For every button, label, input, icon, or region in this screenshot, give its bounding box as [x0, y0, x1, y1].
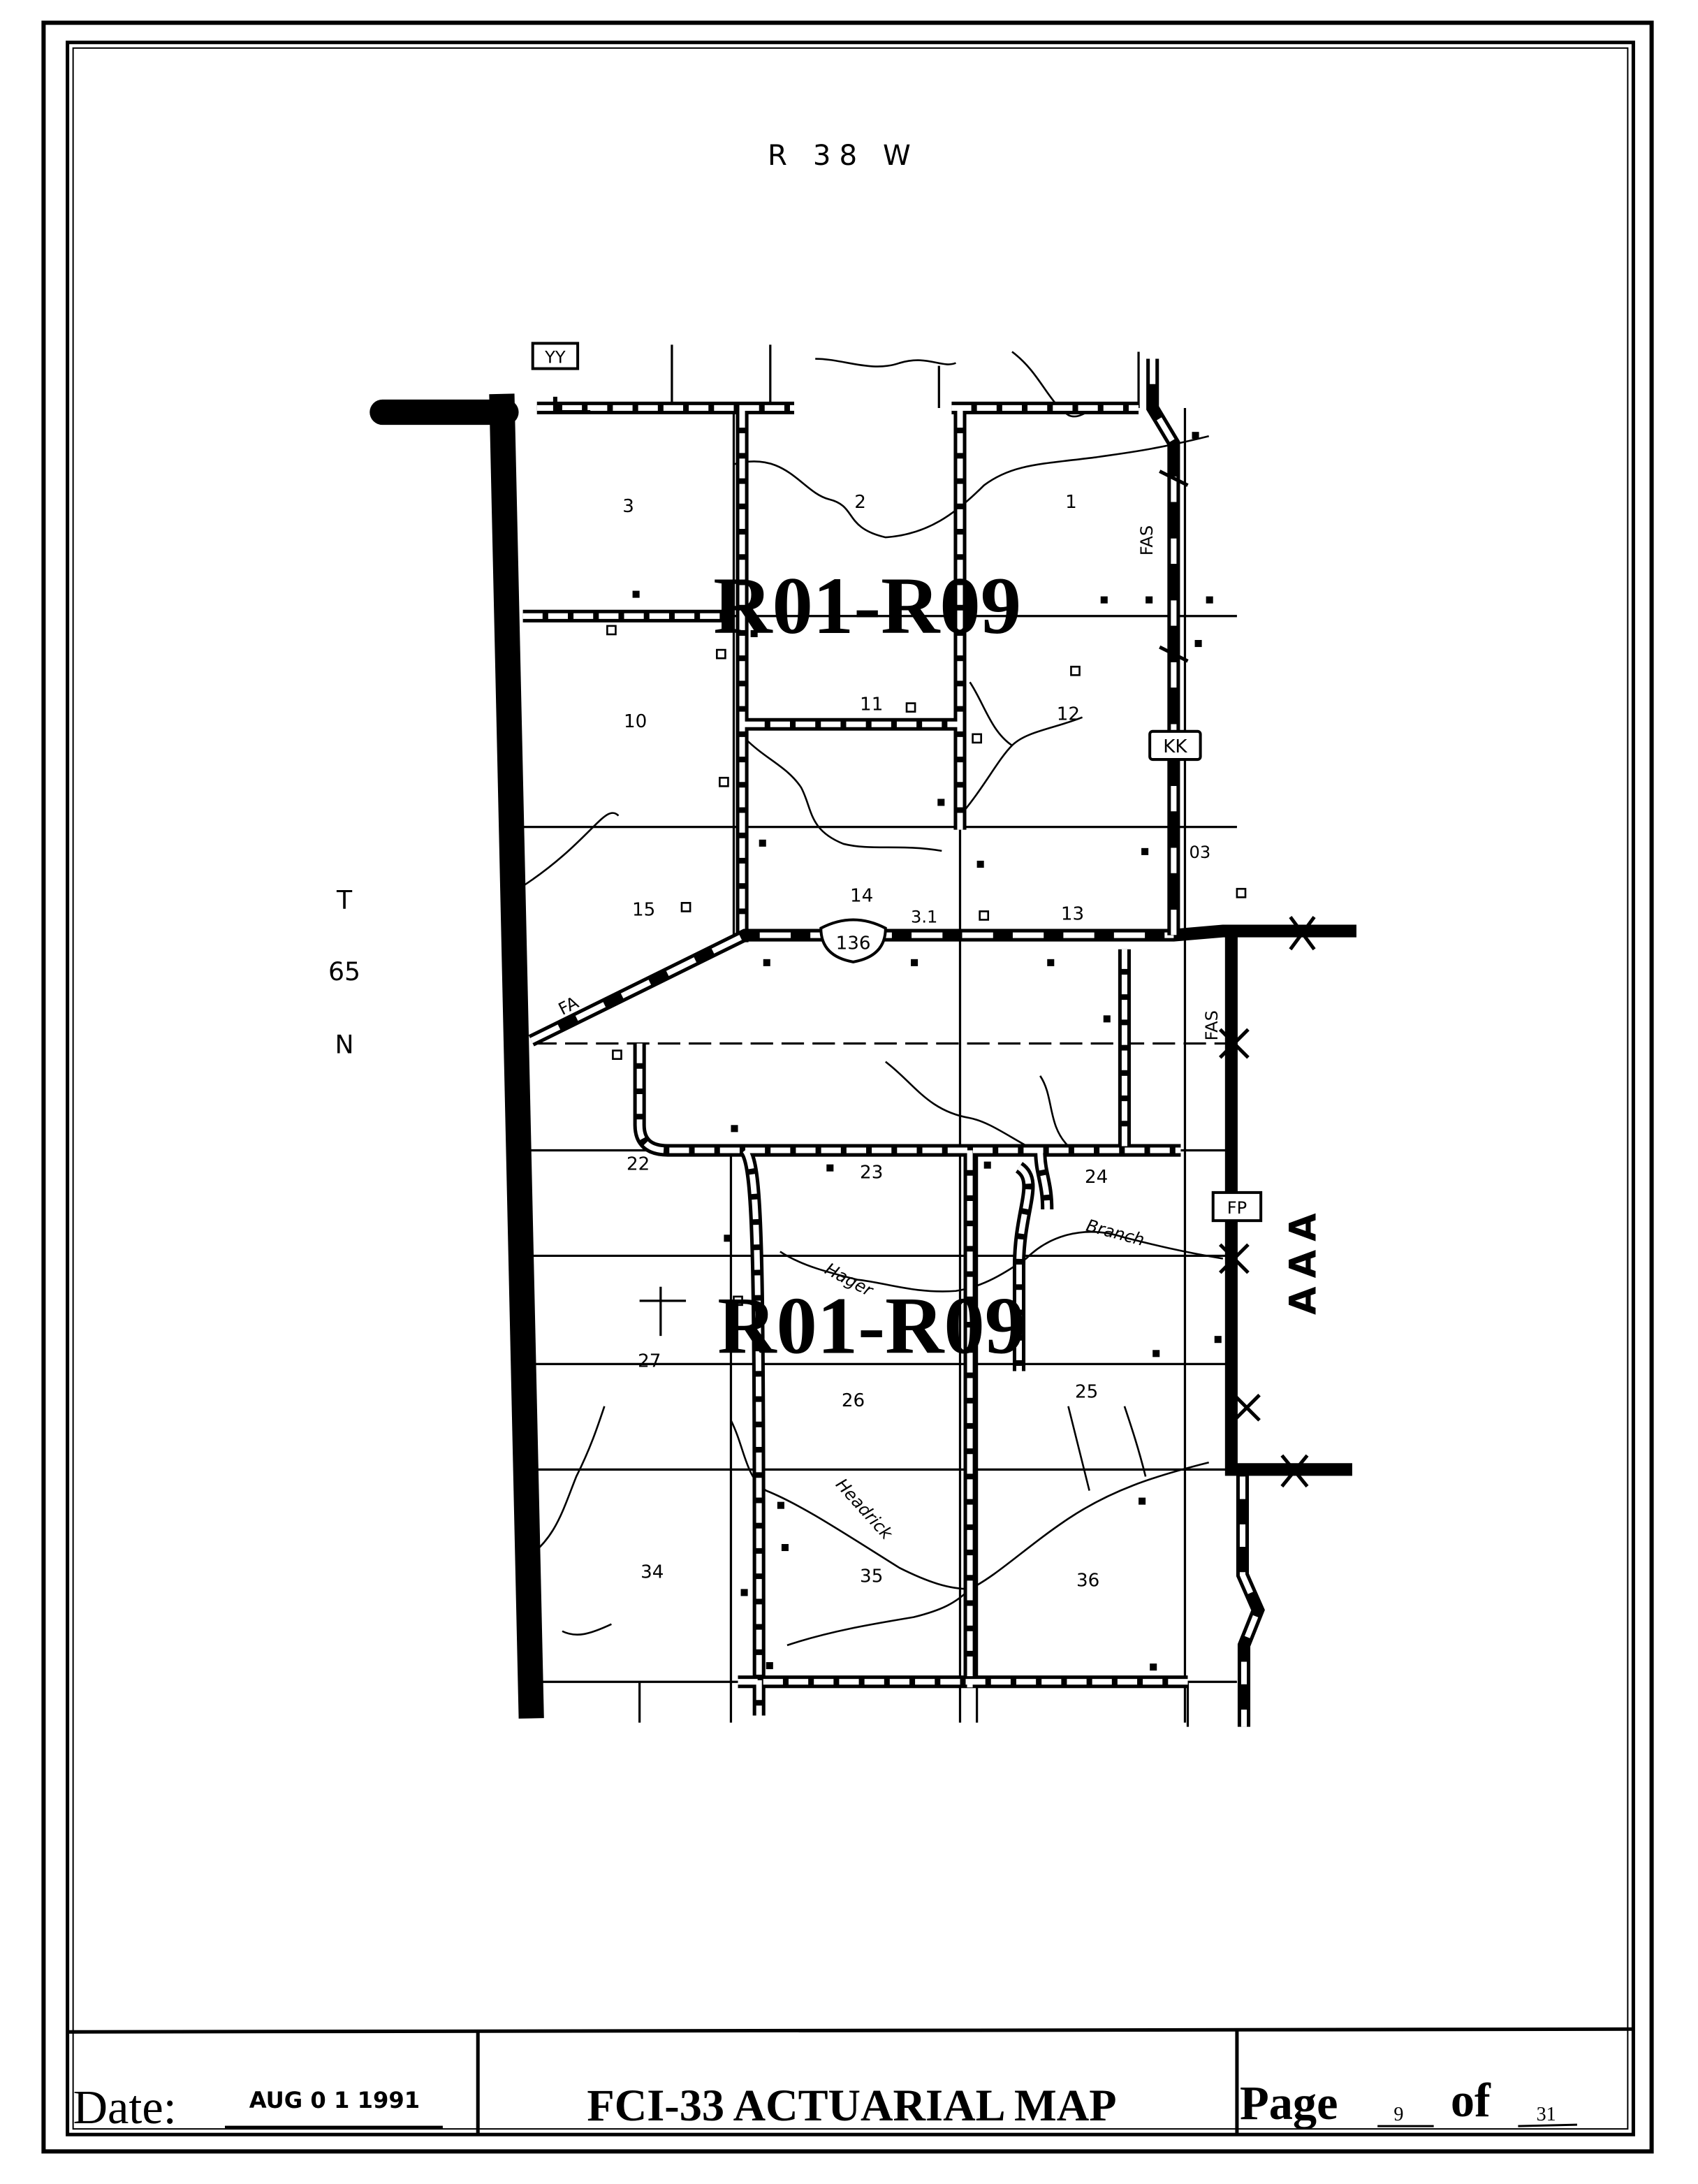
map-title: FCI-33 ACTUARIAL MAP	[587, 2081, 1116, 2130]
shield-us-136: 136	[819, 918, 887, 963]
rate-zone-label-north: R01-R09	[713, 561, 1021, 651]
section-11: 11	[860, 694, 883, 715]
svg-text:136: 136	[836, 933, 871, 954]
inner-border	[66, 41, 1635, 2136]
label-fas-east: FAS	[1202, 1010, 1222, 1040]
footer: Date: AUG 0 1 1991 FCI-33 ACTUARIAL MAP …	[67, 2027, 1634, 2135]
date-label: Date:	[73, 2081, 177, 2134]
section-13: 13	[1061, 903, 1084, 924]
section-26: 26	[842, 1390, 865, 1411]
label-mileage-3-1: 3.1	[911, 908, 937, 927]
section-22: 22	[627, 1154, 650, 1175]
shield-fp: FP	[1211, 1191, 1263, 1223]
svg-text:FP: FP	[1227, 1198, 1247, 1218]
label-fas-north: FAS	[1137, 525, 1157, 555]
of-label: of	[1451, 2074, 1491, 2127]
section-25: 25	[1075, 1382, 1098, 1403]
inner-border-rule	[72, 47, 1629, 2130]
section-numbers: 3 2 1 10 11 12 15 14 13 22 23 24 27 26 2…	[622, 492, 1108, 1592]
outer-border	[41, 20, 1654, 2154]
section-grid	[522, 344, 1237, 1727]
section-24: 24	[1085, 1167, 1108, 1188]
bridge-marks	[1159, 469, 1316, 1488]
buildings	[606, 625, 1247, 1306]
highway-west-thick	[489, 393, 544, 1719]
date-stamp: AUG 0 1 1991	[249, 2087, 420, 2113]
section-27: 27	[638, 1351, 661, 1371]
shield-yy: YY	[531, 342, 580, 370]
section-14: 14	[850, 885, 873, 906]
section-34: 34	[641, 1561, 664, 1582]
highway-fas-east	[1224, 935, 1352, 1727]
section-36: 36	[1076, 1570, 1099, 1591]
section-2: 2	[854, 492, 866, 513]
section-35: 35	[860, 1566, 883, 1587]
section-12: 12	[1057, 704, 1080, 725]
svg-text:KK: KK	[1163, 736, 1187, 757]
county-roads	[522, 401, 1188, 1716]
shield-kk: KK	[1148, 729, 1202, 762]
page-number: 9	[1393, 2104, 1403, 2125]
township-label-t: T	[336, 884, 353, 915]
section-23: 23	[860, 1163, 883, 1184]
label-headrick: Headrick	[832, 1475, 897, 1544]
page-total: 31	[1537, 2104, 1556, 2125]
farmsteads	[632, 432, 1222, 1671]
section-1: 1	[1065, 492, 1077, 513]
survey-cross	[639, 1286, 687, 1337]
highway-fas-north-fill	[1150, 358, 1177, 936]
page-label: Page	[1240, 2076, 1338, 2130]
map-area: 3 2 1 10 11 12 15 14 13 22 23 24 27 26 2…	[369, 342, 1356, 1727]
section-15: 15	[632, 899, 655, 920]
section-3: 3	[622, 496, 634, 517]
label-branch: Branch	[1084, 1216, 1146, 1250]
svg-text:YY: YY	[544, 348, 566, 367]
highway-fas-east-fill	[1239, 1476, 1261, 1727]
label-mileage-03: 03	[1190, 843, 1211, 862]
highway-136-fill	[529, 932, 1174, 1044]
highways	[369, 358, 1356, 1727]
rate-zone-label-south: R01-R09	[717, 1281, 1025, 1371]
label-railroad-aaa: AAA	[1282, 1204, 1325, 1315]
range-label: R 38 W	[768, 140, 919, 172]
township-label-n: N	[335, 1030, 353, 1060]
section-10: 10	[624, 711, 647, 732]
township-label-number: 65	[328, 956, 360, 987]
